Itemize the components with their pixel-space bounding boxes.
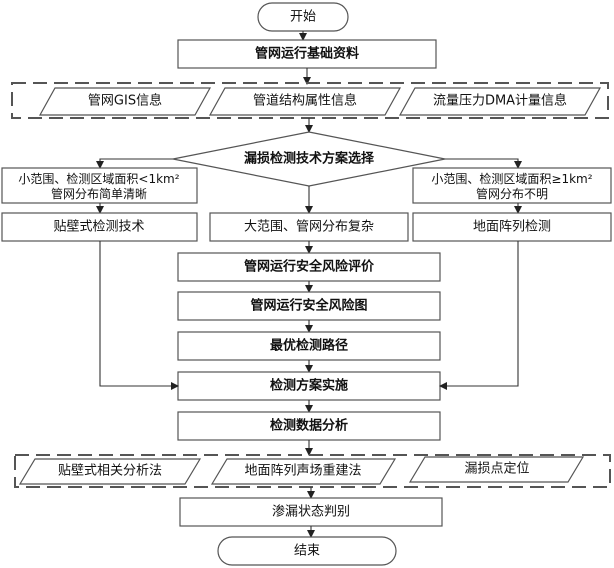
basic-data-box: 管网运行基础资料 <box>177 39 437 69</box>
edge-right-tech-impl <box>439 241 519 390</box>
input-pipe-structure: 管道结构属性信息 <box>208 87 402 116</box>
right-condition-line1: 小范围、检测区域面积≥1km² <box>431 171 592 186</box>
start-label: 开始 <box>290 10 316 25</box>
judgment-label: 渗漏状态判别 <box>272 504 350 520</box>
input-gis: 管网GIS信息 <box>38 87 212 116</box>
decision-diamond: 漏损检测技术方案选择 <box>172 131 446 187</box>
input-gis-label: 管网GIS信息 <box>88 93 162 109</box>
left-technique-box: 贴壁式检测技术 <box>1 212 198 242</box>
basic-data-label: 管网运行基础资料 <box>255 46 359 62</box>
optimal-path-label: 最优检测路径 <box>270 338 348 354</box>
methods-group-frame <box>14 454 611 488</box>
risk-evaluation-label: 管网运行安全风险评价 <box>244 259 375 275</box>
method-wall-correlation-label: 贴壁式相关分析法 <box>58 464 162 479</box>
implementation-label: 检测方案实施 <box>270 378 348 394</box>
implementation-box: 检测方案实施 <box>177 371 441 401</box>
method-ground-array: 地面阵列声场重建法 <box>210 458 397 485</box>
left-condition-line2: 管网分布简单清晰 <box>51 186 147 201</box>
right-condition-box: 小范围、检测区域面积≥1km² 管网分布不明 <box>412 167 612 204</box>
left-condition-line1: 小范围、检测区域面积<1km² <box>18 171 179 186</box>
input-flow-pressure-label: 流量压力DMA计量信息 <box>433 93 567 109</box>
middle-condition-label: 大范围、管网分布复杂 <box>244 220 374 235</box>
edge-decision-left <box>96 158 173 169</box>
start-terminal: 开始 <box>257 2 349 32</box>
left-condition-box: 小范围、检测区域面积<1km² 管网分布简单清晰 <box>1 167 198 204</box>
middle-condition-box: 大范围、管网分布复杂 <box>209 212 409 242</box>
data-analysis-label: 检测数据分析 <box>270 418 348 434</box>
inputs-group-frame <box>11 82 609 119</box>
risk-map-box: 管网运行安全风险图 <box>177 291 441 321</box>
decision-label: 漏损检测技术方案选择 <box>244 151 375 167</box>
optimal-path-box: 最优检测路径 <box>177 331 441 361</box>
edge-decision-right <box>445 158 522 169</box>
risk-evaluation-box: 管网运行安全风险评价 <box>177 252 441 282</box>
method-leak-location-label: 漏损点定位 <box>464 461 529 477</box>
input-flow-pressure: 流量压力DMA计量信息 <box>398 87 602 116</box>
edge-left-tech-impl <box>99 241 179 390</box>
risk-map-label: 管网运行安全风险图 <box>250 298 367 314</box>
end-terminal: 结束 <box>217 536 397 566</box>
right-technique-label: 地面阵列检测 <box>473 220 551 235</box>
method-wall-correlation: 贴壁式相关分析法 <box>18 458 202 485</box>
right-condition-line2: 管网分布不明 <box>476 186 548 201</box>
method-ground-array-label: 地面阵列声场重建法 <box>244 463 361 479</box>
right-technique-box: 地面阵列检测 <box>412 212 612 242</box>
data-analysis-box: 检测数据分析 <box>177 411 441 441</box>
method-leak-location: 漏损点定位 <box>408 456 585 483</box>
judgment-box: 渗漏状态判别 <box>179 497 443 527</box>
left-technique-label: 贴壁式检测技术 <box>53 220 144 235</box>
input-pipe-structure-label: 管道结构属性信息 <box>253 93 357 109</box>
end-label: 结束 <box>294 544 320 559</box>
